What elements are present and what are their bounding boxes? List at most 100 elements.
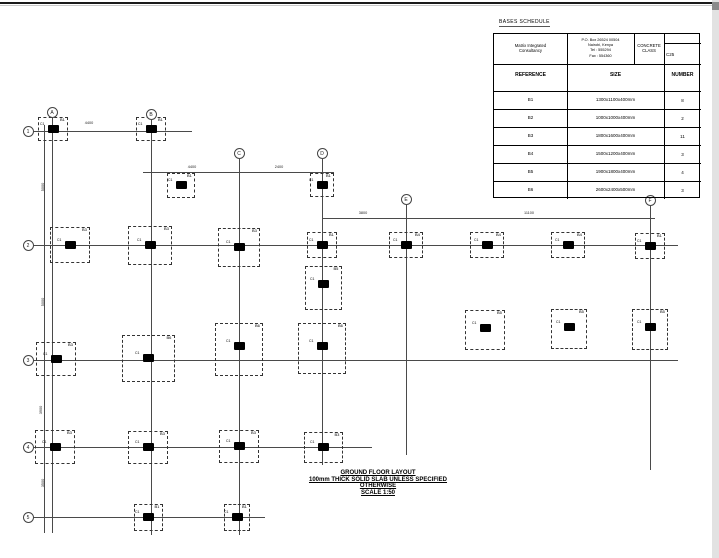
base-ref-label: B3 xyxy=(68,342,73,347)
table-rule xyxy=(494,91,701,92)
top-border-shadow xyxy=(0,5,712,6)
column-marker xyxy=(645,323,656,331)
scrollbar-thumb[interactable] xyxy=(712,2,719,10)
column-marker xyxy=(232,513,243,521)
table-rule xyxy=(494,145,701,146)
dimension-label: 3500 xyxy=(41,478,45,488)
company-name: Matrix Integrated Consultancy xyxy=(514,43,547,53)
base-outline xyxy=(35,430,75,464)
base-ref-label: B3 xyxy=(82,227,87,232)
column-label: C1 xyxy=(555,238,560,242)
base-outline xyxy=(551,309,587,349)
column-marker xyxy=(234,442,245,450)
column-marker xyxy=(234,342,245,350)
grid-bubble-5: 5 xyxy=(22,511,34,523)
schedule-row-size: 1000x1000x400mm xyxy=(595,115,636,120)
base-outline xyxy=(121,334,175,382)
base-outline xyxy=(133,503,163,531)
grid-line-v xyxy=(44,125,45,533)
grid-line-h xyxy=(33,360,678,361)
schedule-row-number: 3 xyxy=(681,152,684,157)
column-label: C1 xyxy=(309,238,314,242)
base-outline xyxy=(389,232,423,258)
column-label: C1 xyxy=(42,440,47,444)
base-outline xyxy=(465,310,505,350)
column-marker xyxy=(482,241,493,249)
column-label: C1 xyxy=(135,510,140,514)
column-marker xyxy=(143,513,154,521)
base-ref-label: B5 xyxy=(333,266,339,271)
grid-line-h xyxy=(33,447,372,448)
grid-line-h xyxy=(143,172,334,173)
drawing-note-2: OTHERWISE xyxy=(359,483,397,489)
base-ref-label: B1 xyxy=(329,232,334,237)
grid-line-v xyxy=(151,120,152,535)
schedule-row-size: 1500x1200x400mm xyxy=(595,151,636,156)
base-ref-label: B3 xyxy=(164,225,169,231)
grid-line-v xyxy=(650,206,651,470)
base-outline xyxy=(128,430,168,464)
column-marker xyxy=(65,241,76,249)
drawing-title: GROUND FLOOR LAYOUT xyxy=(340,470,416,476)
column-label: C1 xyxy=(226,240,231,244)
table-rule xyxy=(494,64,701,65)
column-label: C1 xyxy=(168,178,173,182)
base-outline xyxy=(304,266,342,310)
column-label: C1 xyxy=(310,440,315,444)
column-marker xyxy=(317,342,328,350)
column-marker xyxy=(143,354,154,362)
base-ref-label: B4 xyxy=(496,232,501,237)
schedule-row-number: 2 xyxy=(681,116,684,121)
grid-bubble-D: D xyxy=(316,147,328,159)
title-block: GROUND FLOOR LAYOUT 100mm THICK SOLID SL… xyxy=(278,470,478,496)
base-ref-label: B5 xyxy=(579,309,584,314)
base-outline xyxy=(38,117,68,141)
base-ref-label: B3 xyxy=(67,430,72,435)
column-label: C1 xyxy=(637,239,642,243)
base-outline xyxy=(632,308,668,350)
schedule-row-number: 4 xyxy=(681,170,684,175)
bases-schedule-table: Matrix Integrated Consultancy P.O. Box 2… xyxy=(493,33,701,199)
base-ref-label: B3 xyxy=(160,430,165,436)
column-label: C1 xyxy=(309,178,314,182)
base-ref-label: B5 xyxy=(660,308,665,314)
base-ref-label: B3 xyxy=(334,431,340,437)
column-marker xyxy=(234,243,245,251)
grid-bubble-4: 4 xyxy=(22,441,34,453)
scrollbar-track[interactable] xyxy=(712,0,719,558)
column-label: C1 xyxy=(310,277,315,281)
table-rule xyxy=(494,127,701,128)
base-ref-label: B6 xyxy=(338,322,343,328)
base-outline xyxy=(551,232,585,258)
base-outline xyxy=(215,322,263,376)
base-ref-label: B1 xyxy=(158,117,163,122)
base-ref-label: B1 xyxy=(60,117,65,122)
dimension-label: 2400 xyxy=(274,165,284,169)
table-rule xyxy=(664,34,665,199)
column-marker xyxy=(48,125,59,133)
column-label: C1 xyxy=(224,510,229,514)
base-outline xyxy=(303,431,343,463)
column-marker xyxy=(480,324,491,332)
base-ref-label: B6 xyxy=(255,322,260,328)
column-marker xyxy=(317,241,328,249)
base-outline xyxy=(218,227,260,267)
grid-line-v xyxy=(406,205,407,455)
company-address: P.O. Box 26524 00504 Nairobi, Kenya Tel … xyxy=(581,38,620,58)
schedule-row-number: 8 xyxy=(681,98,684,103)
column-label: C1 xyxy=(135,440,140,444)
base-outline xyxy=(128,225,172,265)
schedule-row-number: 3 xyxy=(681,188,684,193)
schedule-title: BASES SCHEDULE xyxy=(499,19,550,27)
column-label: C1 xyxy=(138,122,143,126)
base-outline xyxy=(50,227,90,263)
base-ref-label: B1 xyxy=(154,503,160,509)
column-label: C1 xyxy=(309,339,314,343)
column-label: C1 xyxy=(137,238,142,242)
dimension-label: 5000 xyxy=(41,182,45,192)
table-rule xyxy=(494,109,701,110)
column-label: C1 xyxy=(40,122,45,126)
grid-bubble-A: A xyxy=(46,106,58,118)
column-marker xyxy=(563,241,574,249)
